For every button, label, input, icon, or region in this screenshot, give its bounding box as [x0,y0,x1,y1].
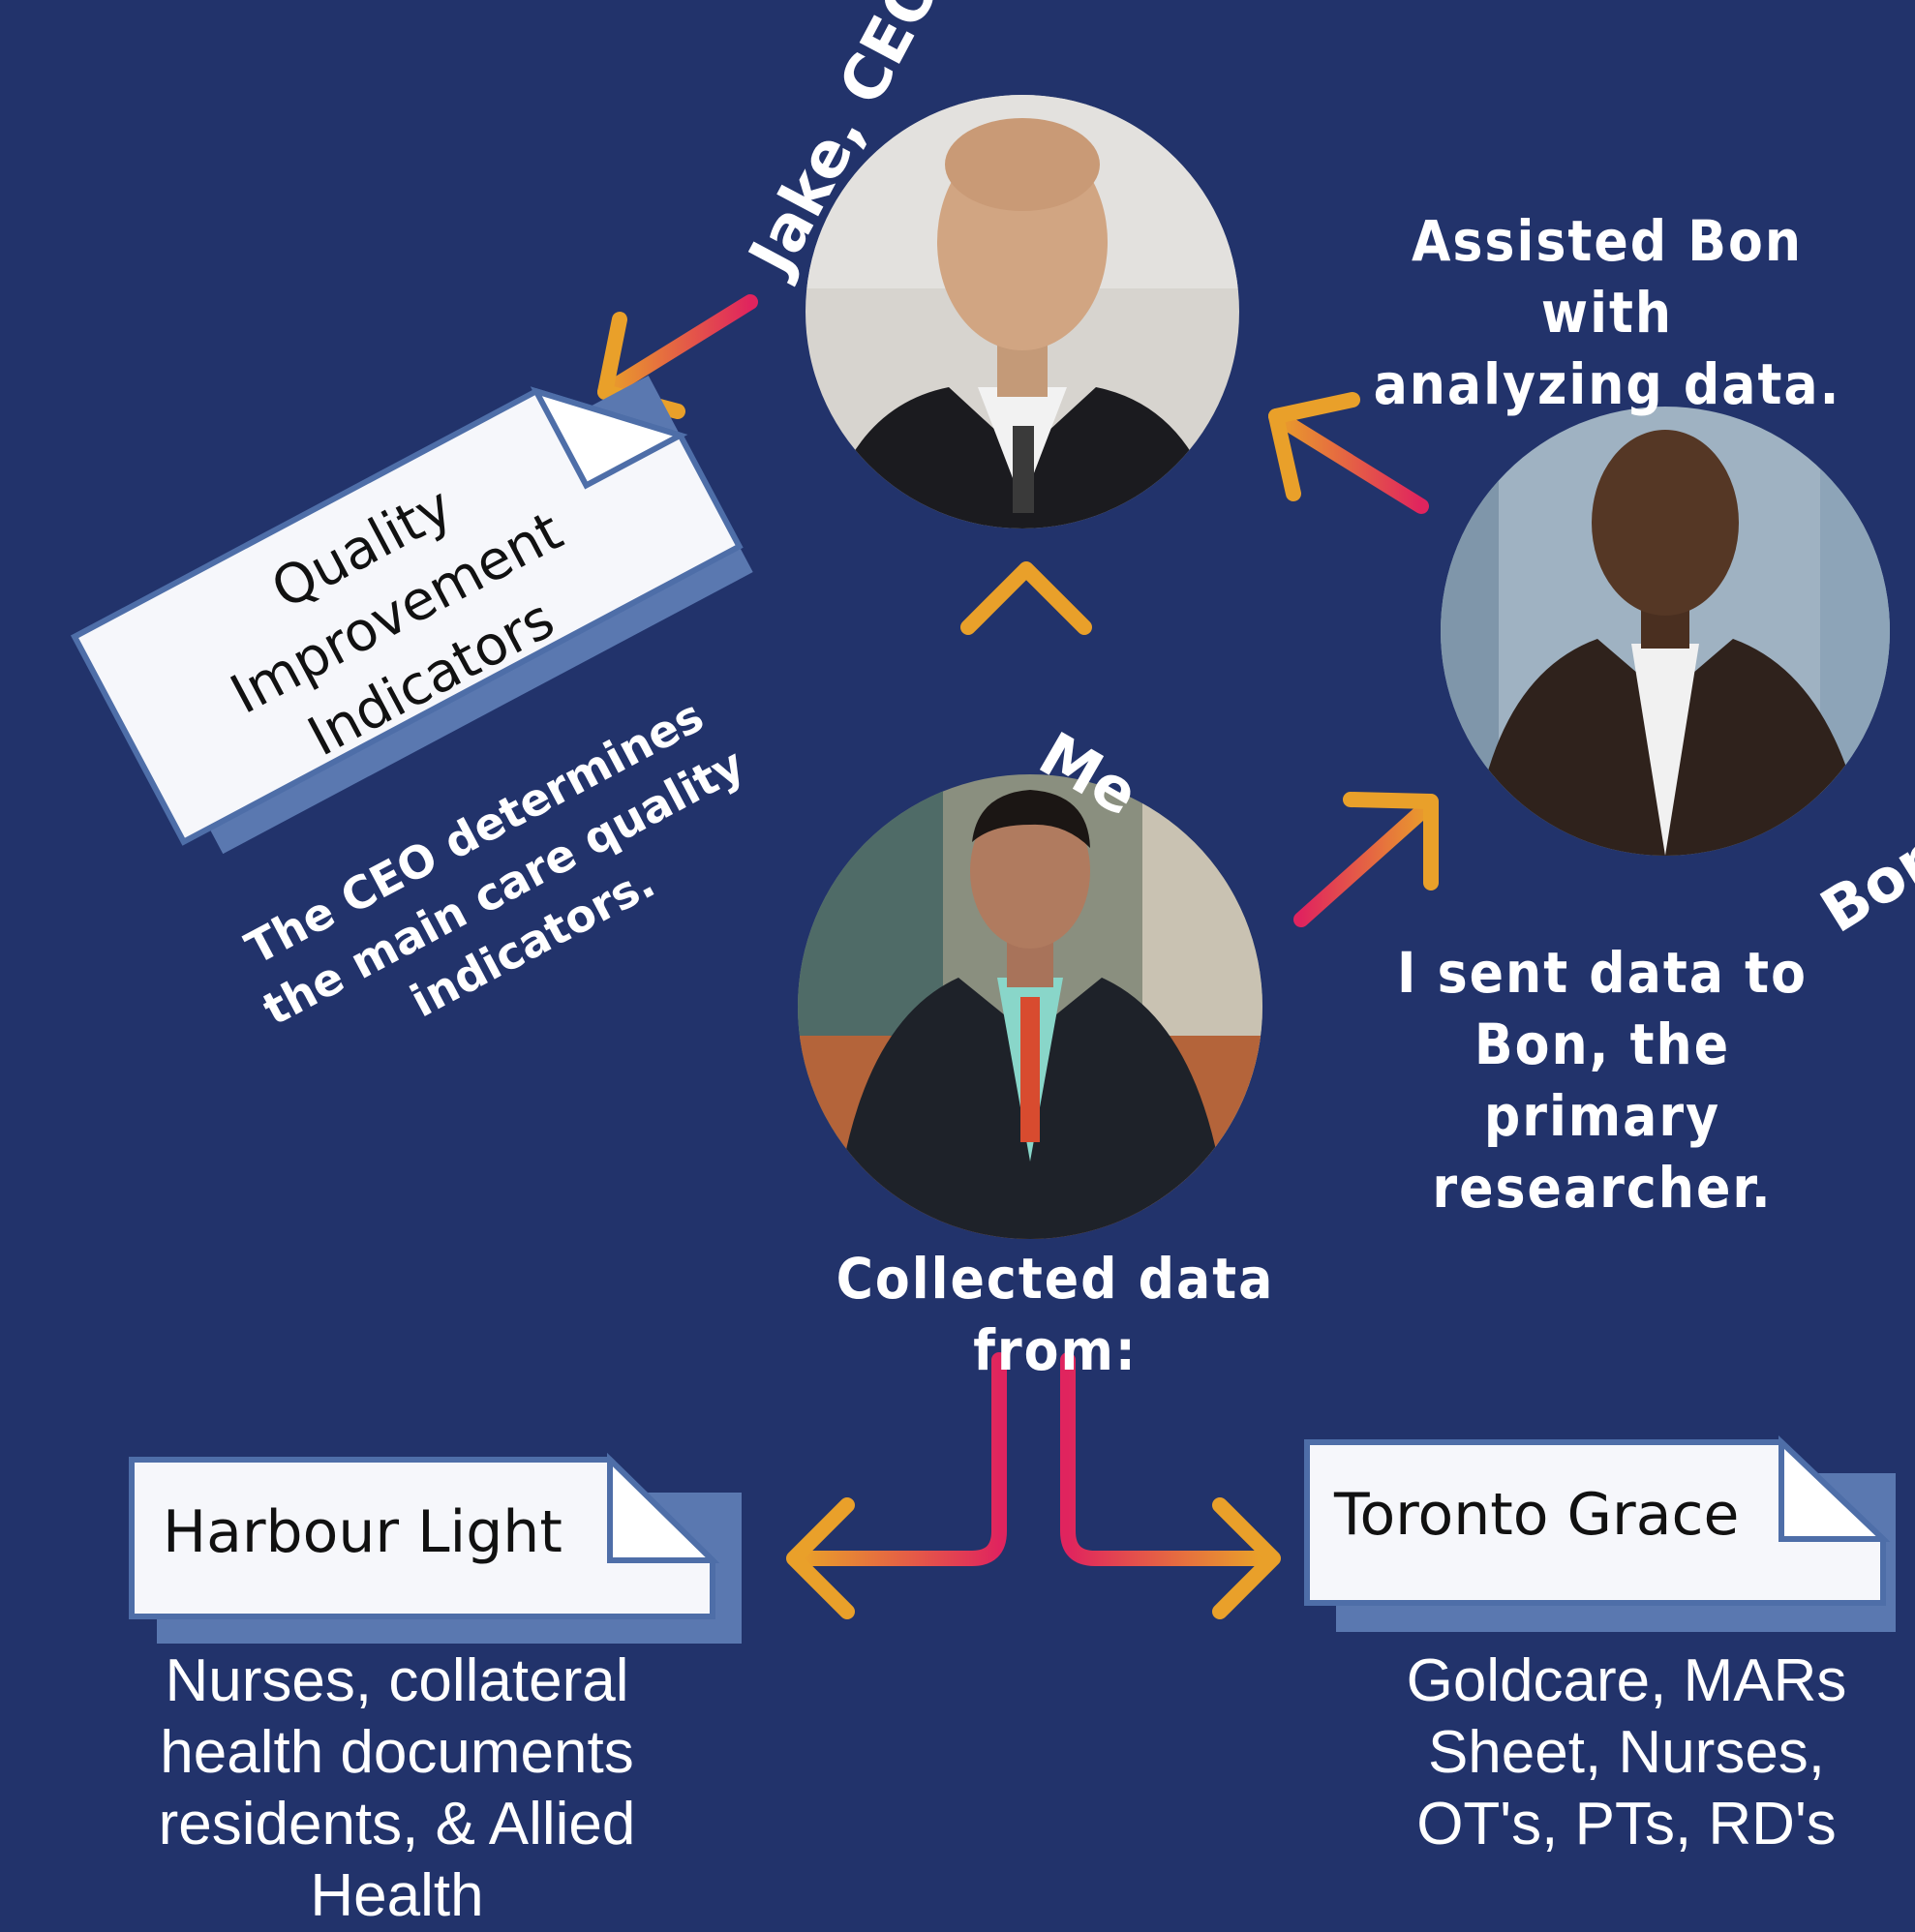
sent-data-note: I sent data to Bon, the primary research… [1355,937,1849,1223]
harbour-light-card [129,1452,742,1644]
bon-photo [1441,407,1890,856]
harbour-source-line-2: health documents [160,1719,634,1786]
harbour-light-title: Harbour Light [163,1498,562,1566]
toronto-source-line-2: Sheet, Nurses, [1427,1719,1826,1786]
arrow-to-harbour-light [786,1352,1007,1619]
me-photo [798,774,1262,1239]
sent-data-note-line-3: researcher. [1432,1155,1773,1221]
toronto-grace-sources: Goldcare, MARs Sheet, Nurses, OT's, PTs,… [1355,1645,1898,1860]
assisted-note: Assisted Bon with analyzing data. [1341,205,1873,420]
harbour-light-sources: Nurses, collateral health documents resi… [106,1645,687,1932]
arrow-me-to-bon [1293,792,1439,927]
toronto-source-line-1: Goldcare, MARs [1406,1647,1847,1714]
harbour-source-line-3: residents, & Allied [158,1791,636,1857]
assisted-note-line-1: Assisted Bon with [1411,208,1804,346]
arrow-to-toronto-grace [1060,1352,1281,1619]
quality-indicators-card [70,375,753,855]
toronto-source-line-3: OT's, PTs, RD's [1416,1791,1837,1857]
harbour-source-line-4: Health [310,1862,484,1929]
arrow-bon-to-ceo [1268,392,1429,514]
harbour-source-line-1: Nurses, collateral [165,1647,629,1714]
ceo-photo [806,95,1239,528]
collected-data-note: Collected data from: [836,1246,1275,1383]
sent-data-note-line-2: Bon, the primary [1474,1011,1731,1149]
arrow-me-to-ceo [960,561,1092,743]
toronto-grace-title: Toronto Grace [1334,1481,1740,1549]
sent-data-note-line-1: I sent data to [1397,940,1808,1006]
toronto-grace-card [1304,1435,1896,1632]
assisted-note-line-2: analyzing data. [1373,351,1841,417]
